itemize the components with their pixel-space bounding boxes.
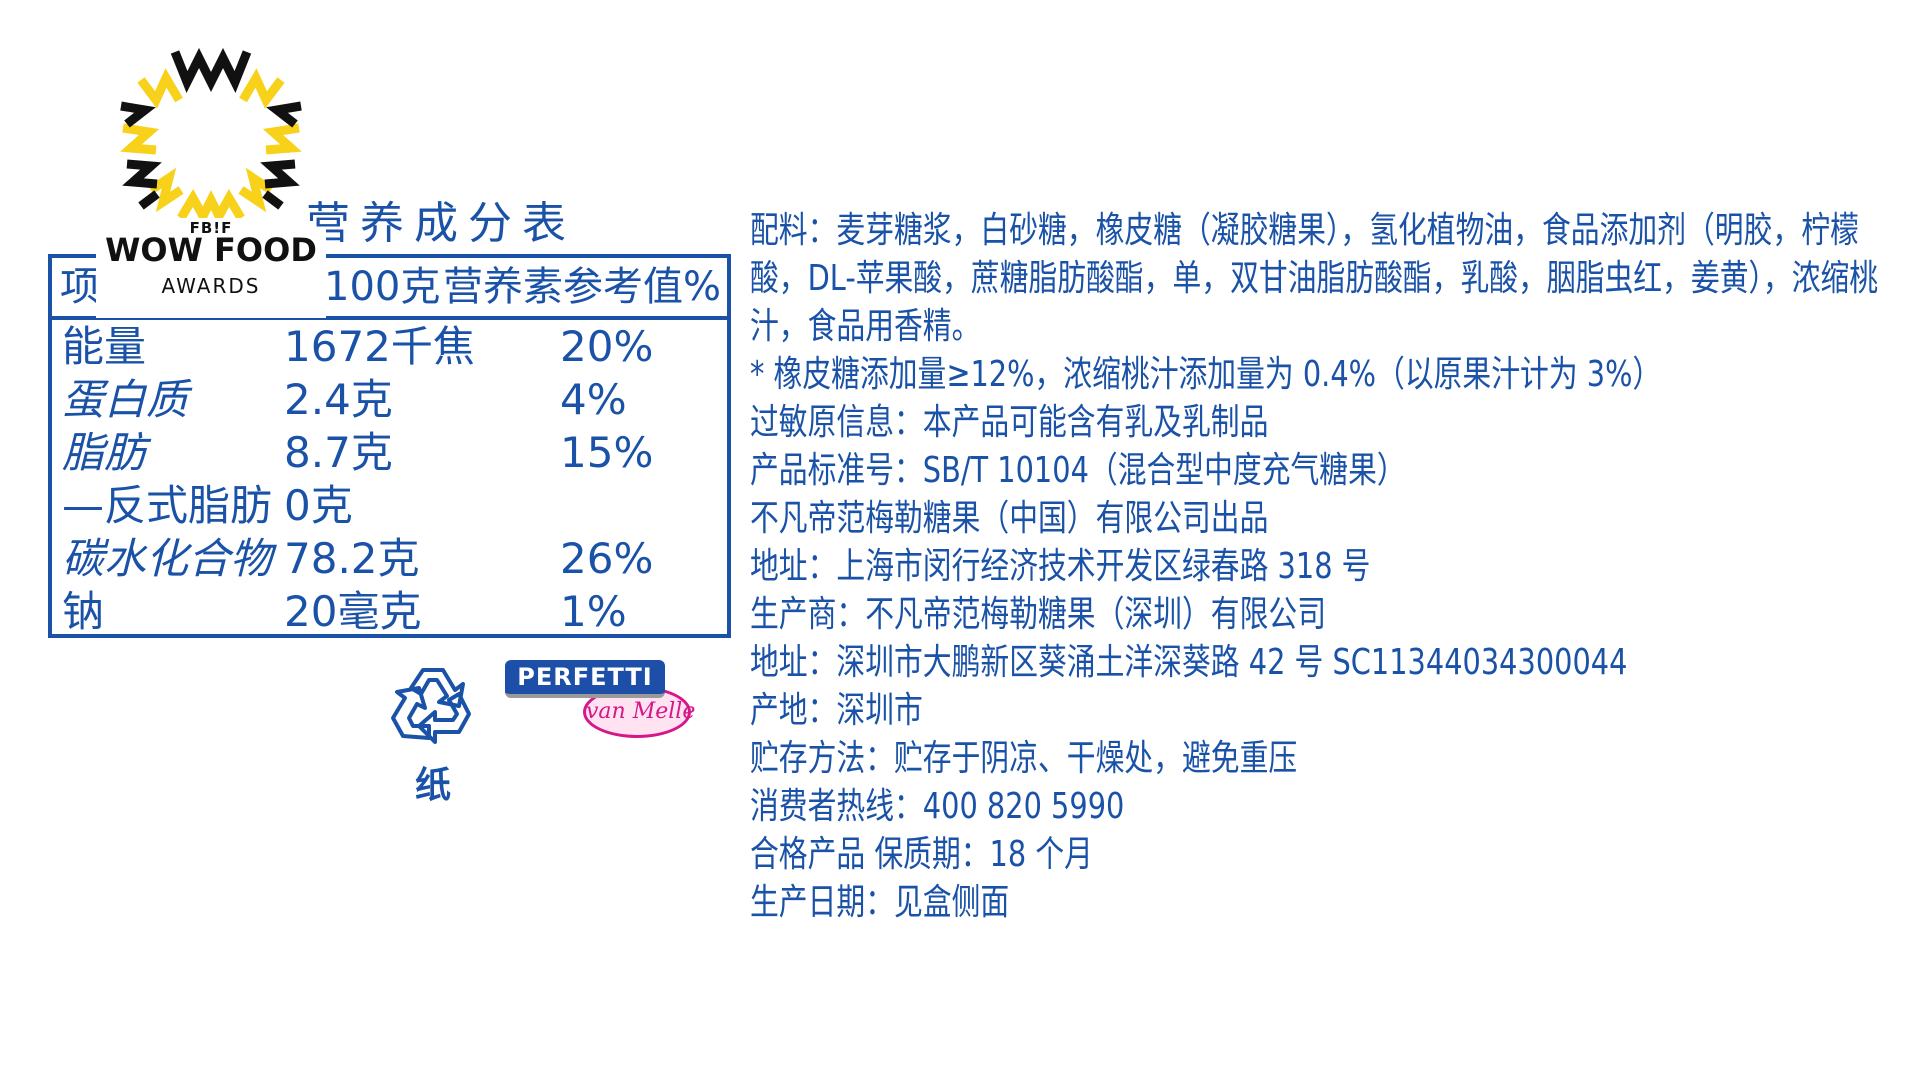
- row-nrv: 4%: [560, 375, 627, 424]
- nutrition-row-protein: 蛋白质 2.4克 4%: [52, 373, 727, 426]
- row-amount: 8.7克: [284, 428, 393, 477]
- row-name: 脂肪: [62, 428, 147, 477]
- shelf-life: 合格产品 保质期：18 个月: [750, 834, 1093, 875]
- nutrition-title: 营养成分表: [306, 198, 576, 249]
- award-badge: FB!F WOW FOOD AWARDS: [96, 48, 326, 318]
- product-standard: 产品标准号：SB/T 10104（混合型中度充气糖果）: [750, 450, 1406, 491]
- recycle-mark: 纸: [383, 656, 483, 806]
- award-burst-icon: [120, 48, 302, 218]
- row-nrv: 20%: [560, 322, 654, 371]
- perfetti-wordmark: PERFETTI: [505, 660, 665, 698]
- nutrition-row-sodium: 钠 20毫克 1%: [52, 585, 727, 638]
- recycle-label: 纸: [414, 765, 451, 806]
- row-nrv: 26%: [560, 534, 654, 583]
- nutrition-row-fat: 脂肪 8.7克 15%: [52, 426, 727, 479]
- row-name: 能量: [62, 322, 147, 371]
- product-info: 配料：麦芽糖浆，白砂糖，橡皮糖（凝胶糖果），氢化植物油，食品添加剂（明胶，柠檬酸…: [750, 207, 1900, 927]
- production-date: 生产日期：见盒侧面: [750, 882, 1010, 923]
- manufacturer: 生产商：不凡帝范梅勒糖果（深圳）有限公司: [750, 594, 1327, 635]
- perfetti-logo: van Melle PERFETTI: [505, 660, 695, 740]
- hotline: 消费者热线：400 820 5990: [750, 786, 1125, 827]
- nutrition-row-energy: 能量 1672千焦 20%: [52, 320, 727, 373]
- address-shenzhen: 地址：深圳市大鹏新区葵涌土洋深葵路 42 号 SC11344034300044: [750, 642, 1628, 683]
- row-nrv: 15%: [560, 428, 654, 477]
- award-org: FB!F: [189, 219, 233, 237]
- header-nrv: 营养素参考值%: [442, 264, 721, 310]
- row-name: 钠: [62, 587, 105, 636]
- allergen-info: 过敏原信息：本产品可能含有乳及乳制品: [750, 402, 1269, 443]
- address-shanghai: 地址：上海市闵行经济技术开发区绿春路 318 号: [750, 546, 1371, 587]
- row-name: —反式脂肪: [62, 481, 273, 530]
- row-amount: 20毫克: [284, 587, 422, 636]
- origin: 产地：深圳市: [750, 690, 923, 731]
- recycle-icon: [391, 668, 471, 744]
- row-amount: 0克: [284, 481, 353, 530]
- award-name: WOW FOOD: [105, 231, 317, 269]
- award-sub: AWARDS: [161, 274, 261, 298]
- row-name: 蛋白质: [62, 375, 189, 424]
- row-name: 碳水化合物: [62, 534, 273, 583]
- nutrition-row-carbohydrate: 碳水化合物 78.2克 26%: [52, 532, 727, 585]
- producer-brand: 不凡帝范梅勒糖果（中国）有限公司出品: [750, 498, 1269, 539]
- ingredients: 配料：麦芽糖浆，白砂糖，橡皮糖（凝胶糖果），氢化植物油，食品添加剂（明胶，柠檬酸…: [750, 210, 1879, 347]
- nutrition-row-trans-fat: —反式脂肪 0克: [52, 479, 727, 532]
- row-amount: 1672千焦: [284, 322, 475, 371]
- storage: 贮存方法：贮存于阴凉、干燥处，避免重压: [750, 738, 1298, 779]
- row-amount: 78.2克: [284, 534, 420, 583]
- row-nrv: 1%: [560, 587, 627, 636]
- row-amount: 2.4克: [284, 375, 393, 424]
- additive-note: * 橡皮糖添加量≥12%，浓缩桃汁添加量为 0.4%（以原果汁计为 3%）: [750, 354, 1662, 395]
